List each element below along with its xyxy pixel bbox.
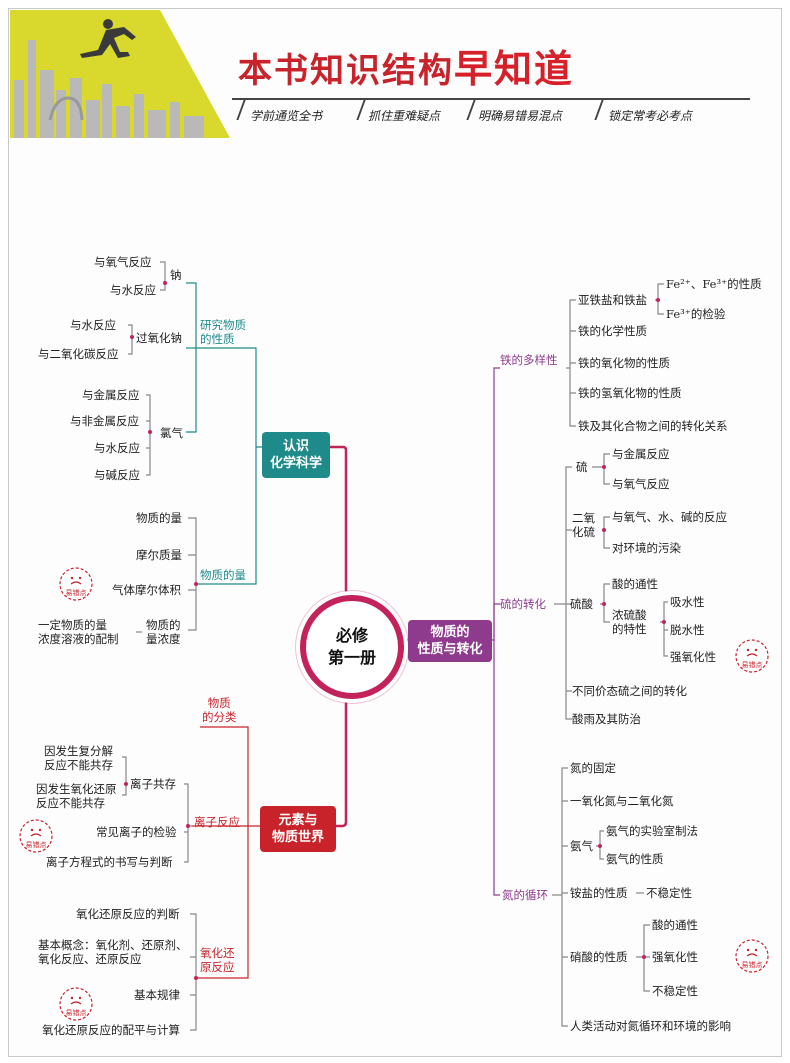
error-prone-label: 易错点: [742, 660, 763, 669]
header-banner-illustration: [10, 10, 230, 138]
node-molar-mass: 摩尔质量: [136, 548, 182, 562]
node-concentration: 物质的 量浓度: [146, 618, 181, 646]
node-sodium-water: 与水反应: [110, 283, 156, 297]
error-prone-icon: 易错点: [59, 987, 93, 1021]
node-nitric-oxidizing: 强氧化性: [652, 950, 698, 964]
node-chlorine-water: 与水反应: [94, 441, 140, 455]
title-main: 本书知识结构: [238, 51, 454, 91]
node-sulfuric-acid: 硫酸: [570, 597, 593, 611]
node-water-absorbing: 吸水性: [670, 595, 705, 609]
category-classification: 物质 的分类: [202, 696, 237, 724]
node-peroxide-water: 与水反应: [70, 318, 116, 332]
node-solution-preparation: 一定物质的量 浓度溶液的配制: [38, 618, 119, 646]
node-coexist-metathesis: 因发生复分解 反应不能共存: [44, 744, 113, 772]
node-acid-rain: 酸雨及其防治: [572, 712, 641, 726]
node-sodium-peroxide: 过氧化钠: [136, 331, 182, 345]
node-ammonia-properties: 氨气的性质: [606, 852, 664, 866]
node-redox-judgement: 氧化还原反应的判断: [76, 907, 180, 921]
error-prone-icon: 易错点: [735, 639, 769, 673]
main-node-elements-world: 元素与 物质世界: [260, 806, 336, 852]
node-nitrogen-fixation: 氮的固定: [570, 761, 616, 775]
node-ammonia: 氨气: [570, 839, 593, 853]
node-redox-rules: 基本规律: [134, 988, 180, 1002]
title-highlight: 早知道: [454, 46, 575, 91]
node-sulfur: 硫: [576, 460, 588, 474]
node-nitric-unstable: 不稳定性: [652, 984, 698, 998]
node-ion-detection: 常见离子的检验: [96, 825, 177, 839]
category-ionic-reaction: 离子反应: [194, 815, 240, 829]
node-fe-ion-properties: Fe²⁺、Fe³⁺的性质: [666, 277, 762, 291]
error-prone-icon: 易错点: [735, 939, 769, 973]
node-nitric-acid: 硝酸的性质: [570, 950, 628, 964]
tag-preview: 学前通览全书: [250, 109, 323, 123]
node-sodium: 钠: [170, 268, 182, 282]
node-redox-concepts: 基本概念：氧化剂、还原剂、 氧化反应、还原反应: [38, 938, 188, 966]
node-iron-salts: 亚铁盐和铁盐: [578, 293, 647, 307]
node-ammonium-salts: 铵盐的性质: [570, 886, 628, 900]
node-ammonia-preparation: 氨气的实验室制法: [606, 824, 698, 838]
node-sulfur-valence: 不同价态硫之间的转化: [572, 684, 687, 698]
main-node-substance-properties: 物质的 性质与转化: [408, 620, 492, 662]
node-so2-pollution: 对环境的污染: [612, 541, 681, 555]
error-prone-label: 易错点: [742, 960, 763, 969]
header-underline: [232, 98, 750, 100]
center-line1: 必修: [335, 626, 368, 645]
tag-error-points: 明确易错易混点: [478, 109, 563, 123]
tag-exam-points: 锁定常考必考点: [608, 109, 693, 123]
node-chlorine: 氯气: [160, 426, 183, 440]
node-iron-chemical: 铁的化学性质: [578, 324, 647, 338]
node-redox-balancing: 氧化还原反应的配平与计算: [42, 1023, 180, 1037]
node-acid-common: 酸的通性: [612, 577, 658, 591]
node-strong-oxidizing: 强氧化性: [670, 650, 716, 664]
node-sodium-oxygen: 与氧气反应: [94, 255, 152, 269]
error-prone-label: 易错点: [66, 1008, 87, 1017]
node-iron-oxides: 铁的氧化物的性质: [578, 356, 670, 370]
node-ionic-equation: 离子方程式的书写与判断: [46, 855, 173, 869]
category-iron: 铁的多样性: [500, 353, 558, 367]
node-fe3-detection: Fe³⁺的检验: [666, 307, 726, 321]
error-prone-icon: 易错点: [19, 819, 53, 853]
category-nitrogen: 氮的循环: [502, 888, 548, 902]
category-redox: 氧化还 原反应: [200, 946, 235, 974]
node-nitric-common: 酸的通性: [652, 918, 698, 932]
page-frame: [8, 8, 782, 1057]
error-prone-icon: 易错点: [59, 567, 93, 601]
error-prone-label: 易错点: [26, 840, 47, 849]
node-molar-volume: 气体摩尔体积: [112, 583, 181, 597]
node-ammonium-unstable: 不稳定性: [646, 886, 692, 900]
node-ion-coexistence: 离子共存: [130, 777, 176, 791]
node-human-impact: 人类活动对氮循环和环境的影响: [570, 1019, 731, 1033]
center-node: 必修 第一册: [300, 595, 404, 699]
error-prone-label: 易错点: [66, 588, 87, 597]
page-title: 本书知识结构早知道: [238, 38, 574, 93]
tag-key-points: 抓住重难疑点: [368, 109, 441, 123]
category-properties: 研究物质 的性质: [200, 318, 246, 346]
node-dehydrating: 脱水性: [670, 623, 705, 637]
node-peroxide-co2: 与二氧化碳反应: [38, 347, 119, 361]
node-conc-sulfuric: 浓硫酸 的特性: [612, 608, 647, 636]
category-sulfur: 硫的转化: [500, 597, 546, 611]
node-amount-of-substance: 物质的量: [136, 511, 182, 525]
node-iron-hydroxides: 铁的氢氧化物的性质: [578, 386, 682, 400]
node-chlorine-metal: 与金属反应: [82, 388, 140, 402]
node-no-no2: 一氧化氮与二氧化氮: [570, 794, 674, 808]
node-coexist-redox: 因发生氧化还原 反应不能共存: [36, 782, 117, 810]
category-quantity: 物质的量: [200, 568, 246, 582]
node-sulfur-metal: 与金属反应: [612, 447, 670, 461]
node-chlorine-nonmetal: 与非金属反应: [70, 414, 139, 428]
node-iron-conversion: 铁及其化合物之间的转化关系: [578, 419, 728, 433]
node-sulfur-oxygen: 与氧气反应: [612, 477, 670, 491]
node-so2-reactions: 与氧气、水、碱的反应: [612, 510, 727, 524]
center-line2: 第一册: [327, 648, 376, 667]
node-so2: 二氧 化硫: [572, 511, 595, 539]
node-chlorine-base: 与碱反应: [94, 468, 140, 482]
main-node-chemistry-science: 认识 化学科学: [262, 432, 330, 478]
